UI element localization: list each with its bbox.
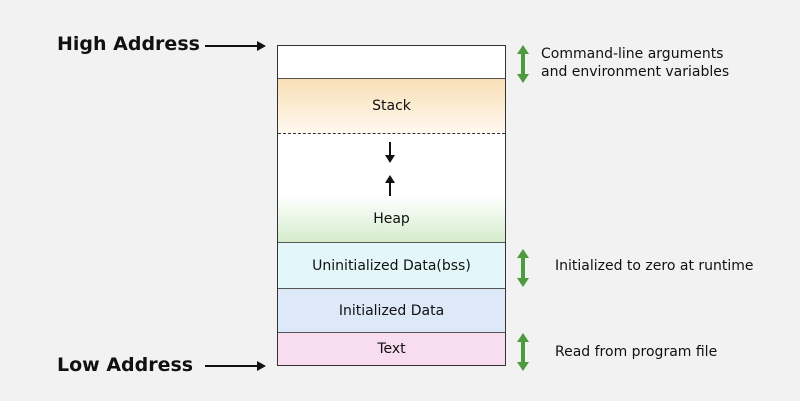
text-note: Read from program file: [555, 344, 718, 360]
bss-note: Initialized to zero at runtime: [555, 258, 754, 274]
memory-layout: Stack Heap Uninitialized Data(bss) Initi…: [277, 45, 506, 366]
args-env-note-line1: Command-line arguments: [541, 46, 724, 62]
arrow-right-icon: [205, 361, 266, 371]
double-arrow-vertical-icon: [517, 45, 529, 83]
arrow-up-icon: [385, 175, 395, 196]
stack-segment: Stack: [278, 79, 505, 133]
heap-segment: Heap: [278, 196, 505, 243]
heap-label: Heap: [373, 211, 410, 227]
stack-boundary: [278, 133, 505, 134]
initialized-data-segment: Initialized Data: [278, 289, 505, 333]
arrow-down-icon: [385, 142, 395, 163]
text-segment: Text: [278, 333, 505, 365]
args-env-note-line2: and environment variables: [541, 64, 730, 80]
arrow-right-icon: [205, 41, 266, 51]
initialized-data-label: Initialized Data: [338, 302, 445, 319]
text-label: Text: [377, 341, 406, 357]
high-address-label: High Address: [57, 33, 200, 55]
low-address-label: Low Address: [57, 354, 194, 376]
args-env-segment: [278, 46, 505, 79]
double-arrow-vertical-icon: [517, 333, 529, 371]
stack-label: Stack: [372, 98, 411, 114]
args-env-note: Command-line arguments and environment v…: [541, 45, 729, 81]
double-arrow-vertical-icon: [517, 249, 529, 287]
bss-label: Uninitialized Data(bss): [312, 257, 471, 274]
bss-segment: Uninitialized Data(bss): [278, 243, 505, 289]
